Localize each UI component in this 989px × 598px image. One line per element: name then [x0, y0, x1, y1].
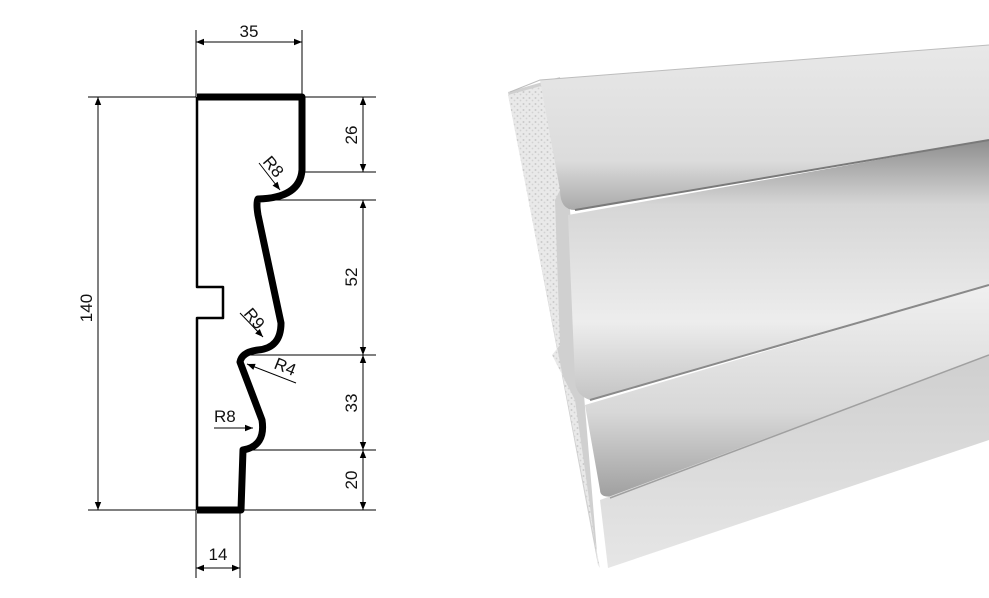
- profile-outline: [195, 93, 306, 514]
- extension-lines: [88, 30, 376, 578]
- radius-inner-label: R4: [272, 354, 299, 380]
- dim-segment-2: 52: [342, 268, 361, 287]
- molding-3d-render: [508, 44, 989, 568]
- dim-total-height: 140: [77, 294, 96, 322]
- dim-segment-3: 33: [342, 394, 361, 413]
- dim-segment-1: 26: [342, 126, 361, 145]
- dimension-lines: [94, 38, 367, 572]
- radius-lower-label: R8: [214, 407, 236, 426]
- dim-top-width: 35: [240, 22, 259, 41]
- dim-bottom-width: 14: [209, 545, 228, 564]
- radius-upper-label: R8: [259, 152, 288, 181]
- radius-middle-label: R9: [240, 304, 269, 333]
- dim-segment-4: 20: [342, 471, 361, 490]
